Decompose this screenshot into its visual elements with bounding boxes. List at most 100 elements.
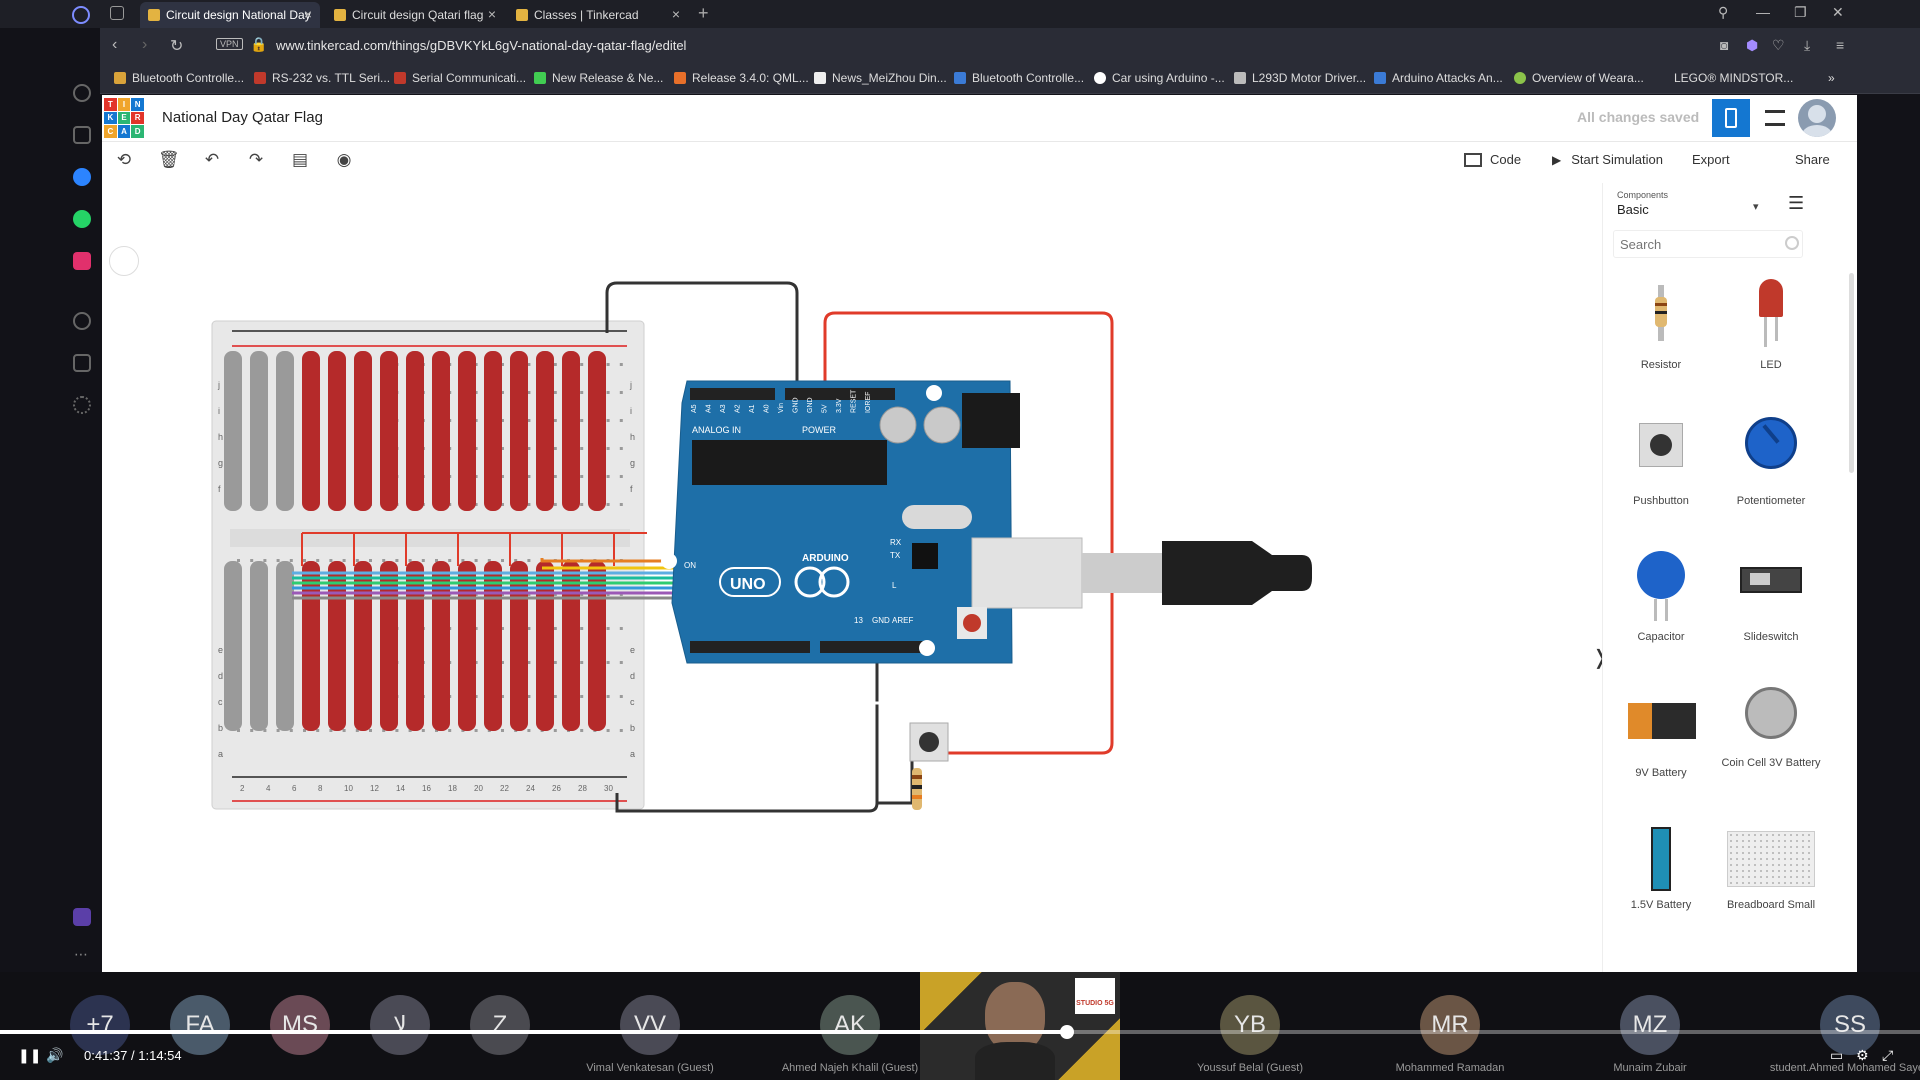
bookmark-item[interactable]: Arduino Attacks An...	[1374, 71, 1503, 85]
fullscreen-icon[interactable]: ⤢	[1882, 1047, 1894, 1063]
bookmark-item[interactable]: Car using Arduino -...	[1094, 71, 1225, 85]
participant-avatar[interactable]: Z	[470, 995, 530, 1055]
bookmark-item[interactable]: News_MeiZhou Din...	[814, 71, 947, 85]
participant-avatar[interactable]: MZ	[1620, 995, 1680, 1055]
notes-icon[interactable]: ▤	[291, 150, 309, 169]
led[interactable]	[562, 351, 580, 511]
volume-icon[interactable]: 🔊	[46, 1047, 64, 1063]
rotate-icon[interactable]: ⟲	[116, 150, 132, 169]
led[interactable]	[536, 561, 554, 731]
led[interactable]	[250, 351, 268, 511]
export-button[interactable]: Export	[1692, 152, 1730, 167]
led[interactable]	[302, 351, 320, 511]
led[interactable]	[510, 561, 528, 731]
lock-icon[interactable]: 🔒	[250, 36, 268, 52]
led[interactable]	[354, 351, 372, 511]
schematic-view-button[interactable]	[1756, 99, 1794, 137]
participant-avatar[interactable]: +7	[70, 995, 130, 1055]
component-1-5v-battery[interactable]: 1.5V Battery	[1611, 823, 1711, 911]
tab-circuit-design-national-day[interactable]: Circuit design National Day ×	[140, 2, 320, 28]
whatsapp-icon[interactable]	[73, 210, 91, 228]
start-simulation-button[interactable]: ▶ Start Simulation	[1552, 152, 1663, 167]
tab-classes-tinkercad[interactable]: Classes | Tinkercad ×	[508, 2, 688, 28]
history-icon[interactable]	[73, 312, 91, 330]
maximize-icon[interactable]: ❐	[1794, 4, 1807, 20]
led[interactable]	[510, 351, 528, 511]
circuit-view-button[interactable]	[1712, 99, 1750, 137]
led[interactable]	[250, 561, 268, 731]
participant-avatar[interactable]: VV	[620, 995, 680, 1055]
component-led[interactable]: LED	[1721, 273, 1821, 371]
led[interactable]	[484, 351, 502, 511]
component-slideswitch[interactable]: Slideswitch	[1721, 545, 1821, 643]
led[interactable]	[432, 351, 450, 511]
participant-avatar[interactable]: MR	[1420, 995, 1480, 1055]
settings-icon[interactable]: ⚙	[1856, 1047, 1869, 1063]
participant-avatar[interactable]: YB	[1220, 995, 1280, 1055]
shopping-bag-icon[interactable]	[73, 126, 91, 144]
url-field[interactable]: www.tinkercad.com/things/gDBVKYkL6gV-nat…	[276, 38, 687, 53]
code-button[interactable]: Code	[1464, 152, 1521, 167]
component-coin-cell-battery[interactable]: Coin Cell 3V Battery	[1721, 681, 1821, 769]
menu-icon[interactable]: ≡	[1836, 37, 1845, 53]
bookmark-item[interactable]: L293D Motor Driver...	[1234, 71, 1366, 85]
component-pushbutton[interactable]: Pushbutton	[1611, 409, 1711, 507]
components-dropdown[interactable]: Basic	[1617, 202, 1649, 217]
participant-avatar[interactable]: MS	[270, 995, 330, 1055]
project-title[interactable]: National Day Qatar Flag	[162, 109, 323, 126]
bookmark-item[interactable]: New Release & Ne...	[534, 71, 663, 85]
led[interactable]	[536, 351, 554, 511]
close-window-icon[interactable]: ✕	[1832, 4, 1844, 20]
led[interactable]	[588, 351, 606, 511]
list-view-icon[interactable]: ☰	[1788, 193, 1805, 213]
workspaces-icon[interactable]	[110, 6, 124, 20]
shield-icon[interactable]: ⬢	[1746, 37, 1759, 53]
led[interactable]	[380, 351, 398, 511]
close-tab-icon[interactable]: ×	[303, 6, 312, 22]
led[interactable]	[406, 561, 424, 731]
back-icon[interactable]: ‹	[112, 36, 118, 53]
minimize-icon[interactable]: —	[1756, 4, 1770, 20]
led[interactable]	[588, 561, 606, 731]
component-9v-battery[interactable]: 9V Battery	[1611, 681, 1711, 779]
bookmark-item[interactable]: RS-232 vs. TTL Seri...	[254, 71, 390, 85]
led[interactable]	[484, 561, 502, 731]
tinkercad-logo[interactable]: T I N K E R C A D	[104, 98, 144, 138]
settings-icon[interactable]	[73, 396, 91, 414]
participant-avatar[interactable]: SS	[1820, 995, 1880, 1055]
search-icon[interactable]	[1785, 236, 1799, 250]
download-icon[interactable]: ⤓	[1804, 37, 1811, 53]
heart-icon[interactable]: ♡	[1772, 37, 1785, 53]
forward-icon[interactable]: ›	[142, 36, 148, 53]
led[interactable]	[328, 351, 346, 511]
eye-icon[interactable]: ◉	[336, 150, 352, 169]
avatar[interactable]	[1798, 99, 1836, 137]
more-icon[interactable]: ⋯	[74, 946, 88, 962]
camera-icon[interactable]: ◙	[1720, 37, 1729, 53]
bookmark-item[interactable]: Serial Communicati...	[394, 71, 526, 85]
tab-circuit-design-qatari-flag[interactable]: Circuit design Qatari flag ×	[326, 2, 504, 28]
pause-icon[interactable]: ❚❚	[18, 1047, 42, 1063]
speed-dial-icon[interactable]	[73, 84, 91, 102]
bookmark-item[interactable]: Release 3.4.0: QML...	[674, 71, 809, 85]
bookmark-item[interactable]: Bluetooth Controlle...	[954, 71, 1084, 85]
led[interactable]	[432, 561, 450, 731]
led[interactable]	[458, 561, 476, 731]
led[interactable]	[406, 351, 424, 511]
led[interactable]	[328, 561, 346, 731]
presenter-video[interactable]: STUDIO 5G	[920, 972, 1120, 1080]
vpn-badge[interactable]: VPN	[216, 38, 243, 50]
search-input[interactable]	[1613, 230, 1803, 258]
led[interactable]	[302, 561, 320, 731]
new-tab-icon[interactable]: +	[698, 3, 709, 23]
component-breadboard-small[interactable]: Breadboard Small	[1721, 823, 1821, 911]
close-tab-icon[interactable]: ×	[487, 6, 496, 22]
extension-icon[interactable]	[73, 908, 91, 926]
usb-cable[interactable]	[1162, 541, 1312, 605]
led[interactable]	[224, 561, 242, 731]
search-tabs-icon[interactable]: ⚲	[1718, 4, 1729, 20]
bookmark-item[interactable]: Overview of Weara...	[1514, 71, 1644, 85]
component-resistor[interactable]: Resistor	[1611, 273, 1711, 371]
reload-icon[interactable]: ↻	[170, 38, 184, 55]
